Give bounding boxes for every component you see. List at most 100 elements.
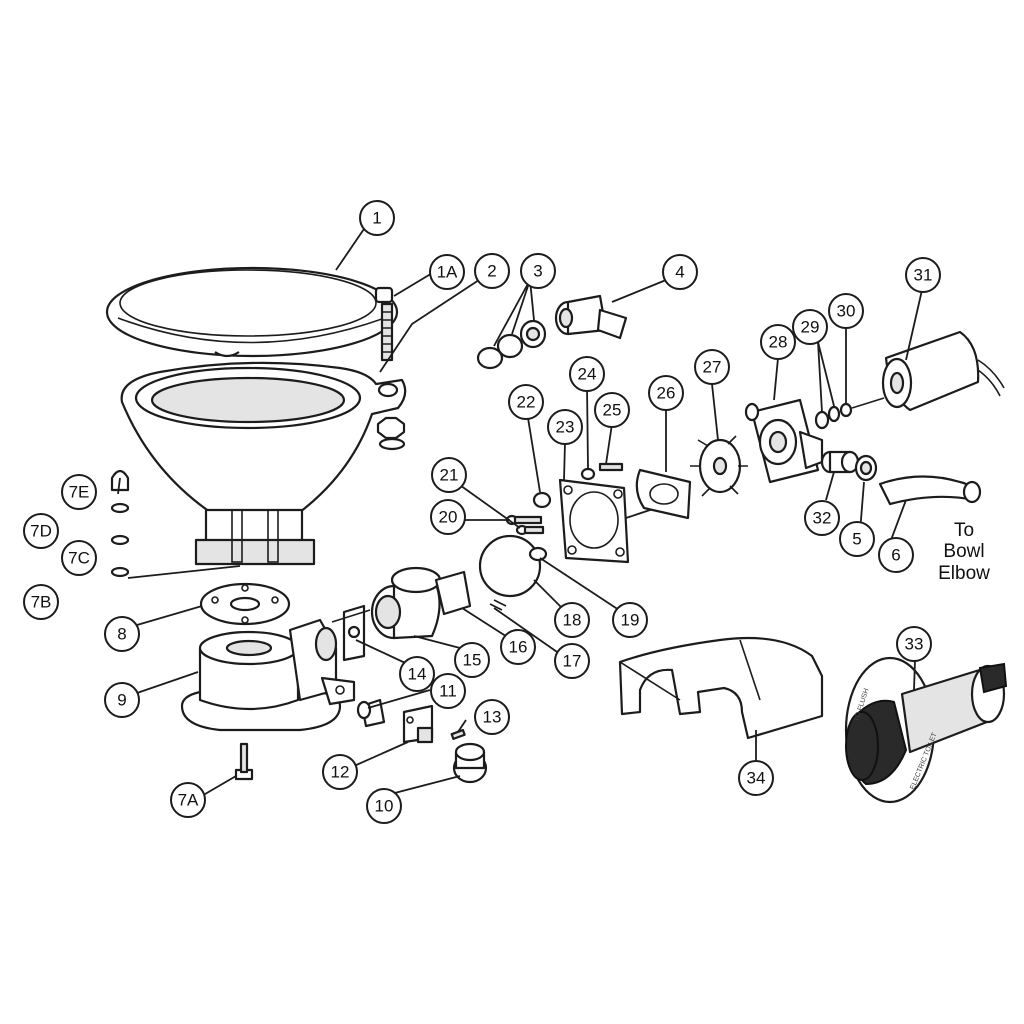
- svg-text:17: 17: [563, 652, 582, 671]
- callout-1: 1: [359, 200, 395, 236]
- callout-7A: 7A: [170, 782, 206, 818]
- spacer-32: [820, 450, 860, 474]
- seals-29-30: [814, 397, 885, 430]
- callout-6: 6: [878, 537, 914, 573]
- svg-text:9: 9: [117, 691, 126, 710]
- intake-fitting: [554, 294, 628, 340]
- svg-text:19: 19: [621, 611, 640, 630]
- svg-text:7B: 7B: [31, 593, 52, 612]
- note-line-1: To: [954, 520, 974, 541]
- callout-20: 20: [430, 499, 466, 535]
- pump-base: [180, 618, 356, 732]
- svg-text:10: 10: [375, 797, 394, 816]
- callout-18: 18: [554, 602, 590, 638]
- callout-7B: 7B: [23, 584, 59, 620]
- svg-text:33: 33: [905, 635, 924, 654]
- svg-text:5: 5: [852, 530, 861, 549]
- impeller: [690, 435, 748, 497]
- callout-32: 32: [804, 500, 840, 536]
- washer-19: [528, 546, 548, 562]
- callout-30: 30: [828, 293, 864, 329]
- callout-28: 28: [760, 324, 796, 360]
- screw-25: [580, 462, 624, 481]
- callout-9: 9: [104, 682, 140, 718]
- callout-17: 17: [554, 643, 590, 679]
- svg-text:25: 25: [603, 401, 622, 420]
- callout-8: 8: [104, 616, 140, 652]
- callout-7D: 7D: [23, 513, 59, 549]
- callout-21: 21: [431, 457, 467, 493]
- svg-text:7E: 7E: [69, 483, 90, 502]
- pump-housing: [744, 398, 824, 484]
- joker-valve: [434, 570, 507, 616]
- inlet-elbow: [331, 566, 442, 640]
- toilet-bowl: [120, 361, 407, 566]
- svg-text:34: 34: [747, 769, 766, 788]
- callout-7E: 7E: [61, 474, 97, 510]
- base-gasket: [199, 582, 291, 626]
- svg-text:4: 4: [675, 263, 684, 282]
- callout-7C: 7C: [61, 540, 97, 576]
- svg-text:31: 31: [914, 266, 933, 285]
- callout-19: 19: [612, 602, 648, 638]
- flapper-valve: [342, 604, 366, 662]
- svg-text:8: 8: [117, 625, 126, 644]
- svg-text:26: 26: [657, 384, 676, 403]
- callout-10: 10: [366, 788, 402, 824]
- to-bowl-elbow-note: To Bowl Elbow: [938, 520, 990, 584]
- svg-text:22: 22: [517, 393, 536, 412]
- svg-text:7D: 7D: [30, 522, 52, 541]
- pump-cover: [618, 636, 824, 740]
- svg-text:1A: 1A: [437, 263, 458, 282]
- svg-text:3: 3: [533, 262, 542, 281]
- seat-lid: [105, 266, 399, 358]
- svg-text:27: 27: [703, 358, 722, 377]
- callout-11: 11: [430, 673, 466, 709]
- callout-22: 22: [508, 384, 544, 420]
- svg-text:30: 30: [837, 302, 856, 321]
- callout-1A: 1A: [429, 254, 465, 290]
- flush-switch: TO FLUSH ELECTRIC TOILET: [844, 656, 1008, 804]
- callout-31: 31: [905, 257, 941, 293]
- seals-3: [476, 319, 547, 370]
- callout-15: 15: [454, 642, 490, 678]
- svg-text:13: 13: [483, 708, 502, 727]
- callout-29: 29: [792, 309, 828, 345]
- callout-3: 3: [520, 253, 556, 289]
- gasket-26: [635, 468, 692, 520]
- svg-text:16: 16: [509, 638, 528, 657]
- callout-4: 4: [662, 254, 698, 290]
- svg-text:14: 14: [408, 665, 427, 684]
- callout-12: 12: [322, 754, 358, 790]
- callout-23: 23: [547, 409, 583, 445]
- svg-text:2: 2: [487, 262, 496, 281]
- outlet-fitting: [402, 704, 434, 744]
- svg-text:29: 29: [801, 318, 820, 337]
- callout-16: 16: [500, 629, 536, 665]
- hose-clamp: [854, 454, 878, 482]
- outlet-hose: [878, 475, 982, 506]
- svg-text:7A: 7A: [178, 791, 199, 810]
- callout-25: 25: [594, 392, 630, 428]
- svg-text:28: 28: [769, 333, 788, 352]
- svg-text:32: 32: [813, 509, 832, 528]
- svg-text:20: 20: [439, 508, 458, 527]
- svg-text:24: 24: [578, 365, 597, 384]
- discharge-elbow: [356, 698, 386, 728]
- screws-20-21: [505, 514, 545, 536]
- callout-24: 24: [569, 356, 605, 392]
- bolt-hardware: [110, 469, 241, 579]
- callout-5: 5: [839, 521, 875, 557]
- leader-lines: [117, 225, 923, 801]
- svg-text:23: 23: [556, 418, 575, 437]
- svg-text:7C: 7C: [68, 549, 90, 568]
- bowl-nut: [376, 416, 406, 451]
- callout-34: 34: [738, 760, 774, 796]
- callout-14: 14: [399, 656, 435, 692]
- o-ring: [478, 534, 542, 598]
- cap: [452, 742, 488, 784]
- callout-13: 13: [474, 699, 510, 735]
- svg-text:12: 12: [331, 763, 350, 782]
- screw-13: [450, 728, 466, 740]
